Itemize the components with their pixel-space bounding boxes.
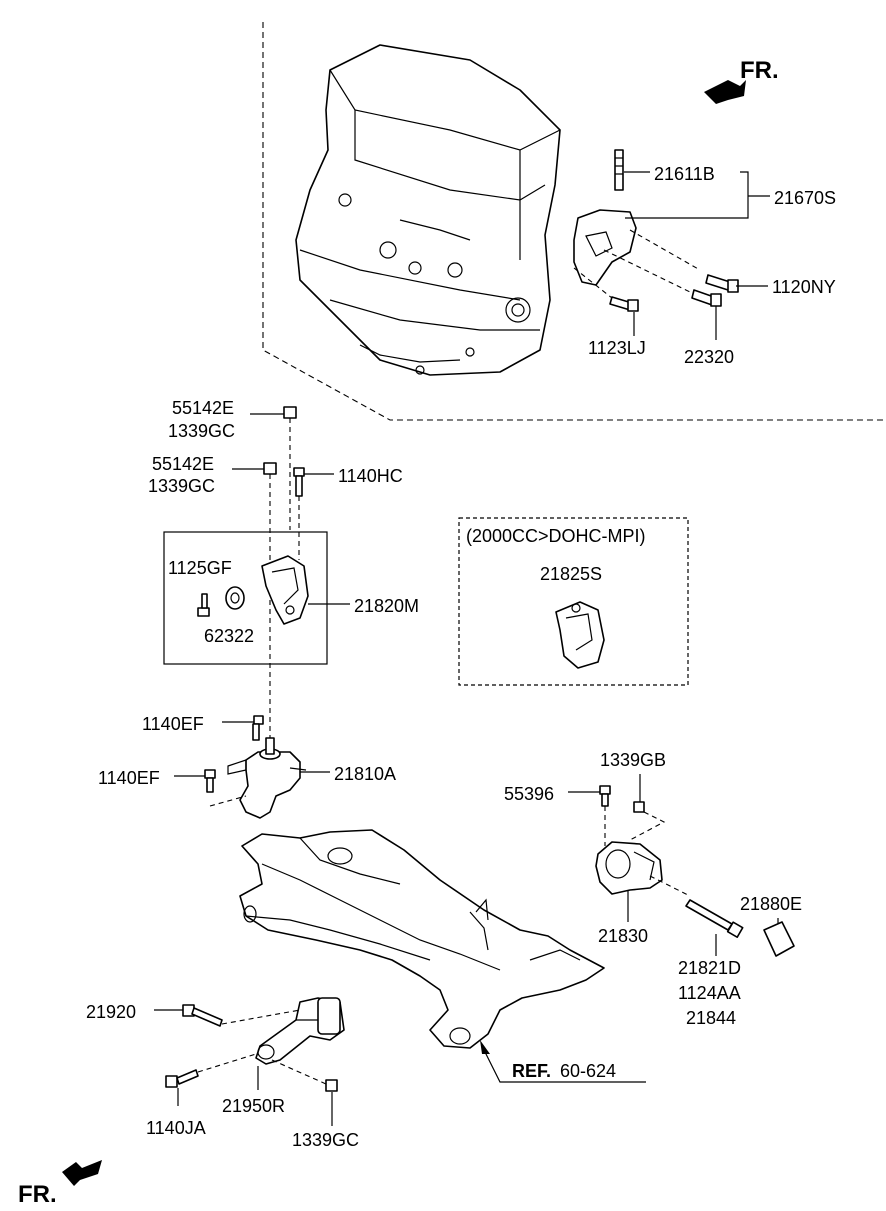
label-21830: 21830 (598, 926, 648, 946)
bracket-21820M (261, 555, 309, 625)
label-55142E-upper: 55142E (172, 398, 234, 418)
bracket-21670S (573, 149, 637, 286)
front-label-top: FR. (740, 57, 779, 84)
label-62322: 62322 (204, 626, 254, 646)
label-1140JA: 1140JA (146, 1118, 206, 1138)
bolt-21821D (685, 899, 744, 938)
label-21821D: 21821D (678, 958, 741, 978)
subframe-crossmember (239, 829, 605, 1049)
label-1140EF-upper: 1140EF (142, 714, 204, 734)
label-21825S: 21825S (540, 564, 602, 584)
label-1125GF: 1125GF (168, 558, 232, 578)
engine-mount-21810A (227, 737, 307, 819)
label-21670S: 21670S (774, 188, 836, 208)
engine-block (295, 44, 561, 376)
bracket-21825S (555, 601, 605, 669)
bolt-22320 (691, 289, 722, 307)
label-1140EF-lower: 1140EF (98, 768, 160, 788)
label-1339GC-bottom: 1339GC (292, 1130, 359, 1150)
bolt-1120NY (705, 274, 739, 293)
nut-55142E-lower (263, 462, 277, 475)
label-21950R: 21950R (222, 1096, 285, 1116)
front-label-bottom: FR. (18, 1181, 57, 1208)
bolt-1140EF-lower (204, 769, 216, 793)
reference-pointer: REF. 60-624 (480, 1040, 646, 1083)
front-direction-arrow-bottom: FR. (18, 1160, 102, 1208)
bolt-1123LJ (609, 296, 639, 312)
bolt-1140JA (165, 1069, 199, 1088)
reference-prefix: REF. (512, 1061, 551, 1081)
group-box-21820M (163, 531, 328, 665)
label-21880E: 21880E (740, 894, 802, 914)
label-1339GC-lower: 1339GC (148, 476, 215, 496)
reference-number: 60-624 (560, 1061, 616, 1081)
bolt-1140HC (293, 467, 305, 497)
label-21810A: 21810A (334, 764, 396, 784)
nut-55142E-upper (283, 406, 297, 419)
label-1339GC-upper: 1339GC (168, 421, 235, 441)
label-1339GB: 1339GB (600, 750, 666, 770)
label-22320: 22320 (684, 347, 734, 367)
bolt-55396 (599, 785, 611, 807)
label-1123LJ: 1123LJ (588, 338, 646, 358)
bolt-1140EF-upper (252, 715, 264, 741)
bolt-1125GF (197, 593, 210, 617)
nut-1339GB (633, 801, 645, 813)
label-1120NY: 1120NY (772, 277, 836, 297)
label-55396: 55396 (504, 784, 554, 804)
nut-1339GC-lower (325, 1079, 338, 1092)
transmission-mount-21830 (595, 841, 663, 895)
cover-21880E (763, 921, 795, 957)
variant-box (458, 517, 689, 686)
label-55142E-lower: 55142E (152, 454, 214, 474)
variant-box-title: (2000CC>DOHC-MPI) (466, 526, 646, 546)
engine-region-boundary (262, 22, 886, 421)
label-21844: 21844 (686, 1008, 736, 1028)
label-21611B: 21611B (654, 164, 715, 184)
label-1124AA: 1124AA (678, 983, 741, 1003)
label-21920: 21920 (86, 1002, 136, 1022)
front-direction-arrow-top: FR. (704, 57, 779, 104)
bushing-62322 (225, 586, 245, 610)
label-21820M: 21820M (354, 596, 419, 616)
bolt-21920 (182, 1004, 223, 1027)
label-1140HC: 1140HC (338, 466, 403, 486)
roll-rod-21950R (255, 997, 345, 1065)
